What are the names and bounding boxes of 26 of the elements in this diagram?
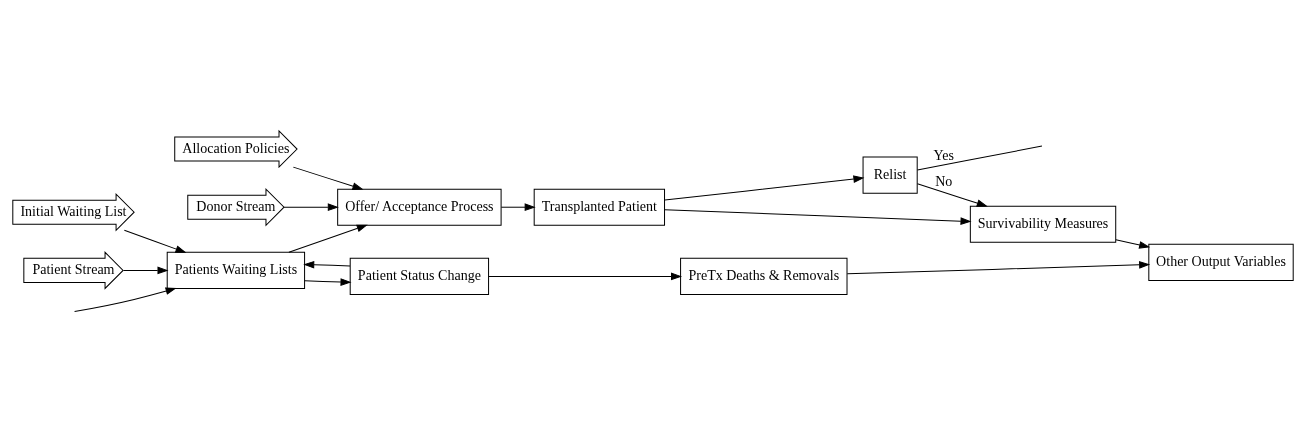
arrow — [664, 208, 971, 225]
node-box: Other Output Variables — [1148, 243, 1294, 281]
arrow — [500, 203, 535, 211]
arrow — [283, 203, 338, 211]
node-box: Offer/ Acceptance Process — [337, 188, 502, 226]
arrow — [292, 166, 363, 190]
node-box: Patient Status Change — [349, 257, 490, 295]
arrow — [288, 224, 367, 253]
arrow — [122, 266, 168, 274]
edge-label: Yes — [933, 146, 954, 163]
arrow — [664, 174, 864, 201]
arrow — [123, 229, 186, 253]
arrow — [304, 260, 351, 268]
node-box: Patients Waiting Lists — [166, 251, 306, 289]
arrow — [488, 272, 682, 280]
arrow — [846, 260, 1150, 274]
arrow — [916, 182, 987, 207]
connector — [916, 145, 1043, 171]
arrow — [304, 277, 351, 286]
node-box: Survivability Measures — [969, 205, 1117, 243]
node-box: Relist — [862, 156, 918, 194]
edge-label: No — [935, 172, 953, 189]
node-box: PreTx Deaths & Removals — [680, 257, 848, 295]
arrow — [74, 286, 176, 312]
arrow — [1115, 238, 1150, 249]
node-box: Transplanted Patient — [533, 188, 666, 226]
